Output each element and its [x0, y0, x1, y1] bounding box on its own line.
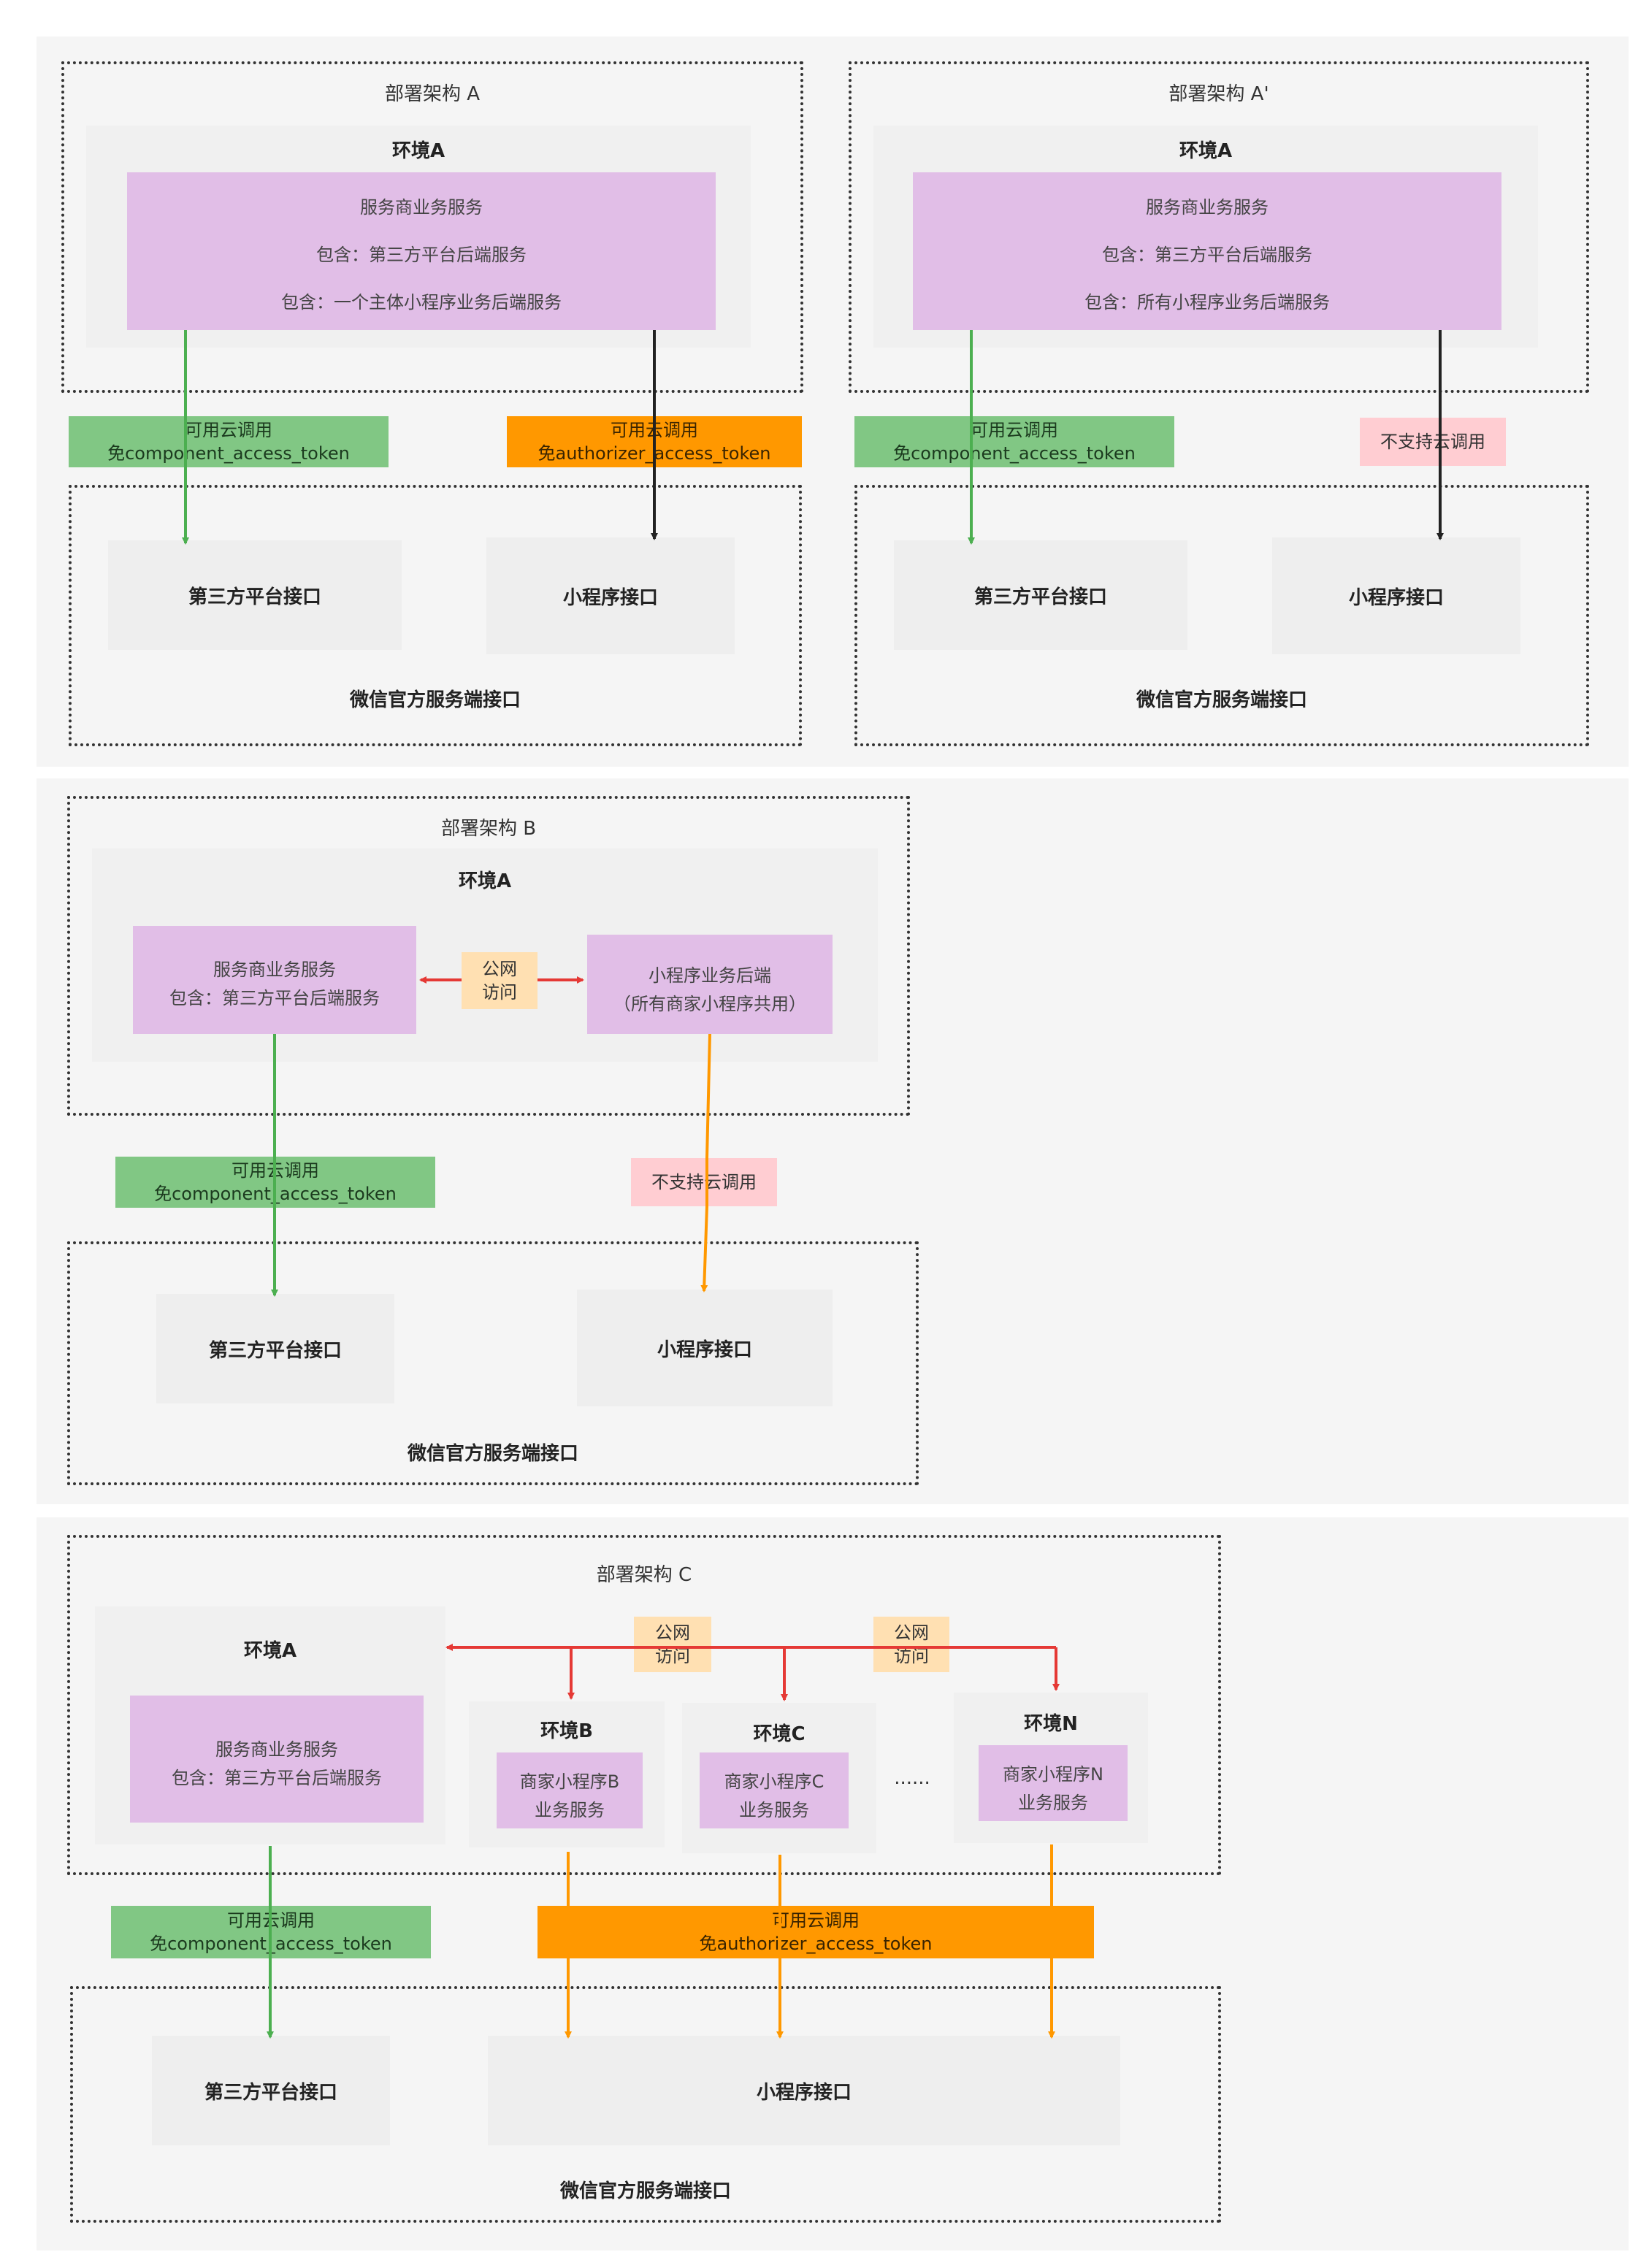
arch-b-title: 部署架构 B [440, 818, 537, 840]
arch-b-third-api: 第三方平台接口 [156, 1294, 394, 1403]
arch-c-merchant-n-box: 商家小程序N 业务服务 [979, 1745, 1128, 1821]
arch-b-service-title: 服务商业务服务 [213, 959, 336, 980]
arch-a-frame [61, 61, 803, 393]
arch-c-ellipsis: ...... [894, 1767, 930, 1789]
arch-b-wechat-label: 微信官方服务端接口 [407, 1443, 578, 1465]
arch-a2-mini-api: 小程序接口 [1272, 537, 1520, 654]
arch-a2-service-box: 服务商业务服务 包含：第三方平台后端服务 包含：所有小程序业务后端服务 [913, 172, 1501, 330]
arch-b-service-box: 服务商业务服务 包含：第三方平台后端服务 [133, 926, 416, 1034]
arch-c-merchant-c-l2: 业务服务 [739, 1800, 809, 1820]
arch-a2-third-api: 第三方平台接口 [894, 540, 1187, 650]
arch-c-title: 部署架构 C [596, 1564, 692, 1586]
arch-b-tag-cloud-unsupported: 不支持云调用 [631, 1158, 777, 1206]
arch-c-wechat-label: 微信官方服务端接口 [559, 2180, 731, 2202]
arch-b-service-contains: 包含：第三方平台后端服务 [169, 988, 380, 1008]
arch-c-wechat-frame [70, 1986, 1221, 2223]
arch-a2-service-contains-1: 包含：第三方平台后端服务 [1102, 245, 1312, 265]
arch-c-env-c-label: 环境C [753, 1723, 806, 1745]
arch-c-merchant-n-l1: 商家小程序N [1003, 1764, 1103, 1785]
arch-c-merchant-n-l2: 业务服务 [1018, 1793, 1088, 1813]
arch-a-wechat-label: 微信官方服务端接口 [349, 689, 521, 711]
arch-a2-service-contains-2: 包含：所有小程序业务后端服务 [1084, 292, 1330, 313]
arch-c-frame [67, 1535, 1221, 1875]
arch-c-merchant-b-l2: 业务服务 [535, 1800, 605, 1820]
arch-a-third-api: 第三方平台接口 [108, 540, 402, 650]
arch-a2-wechat-label: 微信官方服务端接口 [1136, 689, 1307, 711]
arch-a-service-box: 服务商业务服务 包含：第三方平台后端服务 包含：一个主体小程序业务后端服务 [127, 172, 716, 330]
arch-c-merchant-b-box: 商家小程序B 业务服务 [497, 1752, 643, 1828]
arch-a2-tag-cloud-component: 可用云调用 免component_access_token [854, 416, 1174, 467]
arch-a2-env-a-label: 环境A [1179, 140, 1233, 162]
arch-a-title: 部署架构 A [384, 83, 481, 105]
arch-c-env-b-label: 环境B [540, 1720, 593, 1742]
arch-c-merchant-c-l1: 商家小程序C [724, 1771, 824, 1792]
arch-b-mini-backend-l1: 小程序业务后端 [648, 965, 771, 986]
arch-a2-frame [849, 61, 1589, 393]
arch-b-mini-backend-box: 小程序业务后端 （所有商家小程序共用） [587, 935, 833, 1034]
arch-c-tag-cloud-authorizer: 可用云调用 免authorizer_access_token [537, 1906, 1094, 1958]
arch-a-service-contains-2: 包含：一个主体小程序业务后端服务 [281, 292, 562, 313]
arch-b-env-a-label: 环境A [458, 870, 512, 892]
arch-c-mini-api: 小程序接口 [488, 2036, 1120, 2145]
arch-c-tag-public-access-1: 公网 访问 [634, 1617, 711, 1672]
arch-b-mini-api: 小程序接口 [577, 1290, 833, 1406]
arch-b-tag-public-access: 公网 访问 [462, 952, 537, 1009]
arch-c-tag-public-access-2: 公网 访问 [873, 1617, 949, 1672]
arch-a2-title: 部署架构 A' [1168, 83, 1269, 105]
arch-c-env-a-label: 环境A [243, 1640, 297, 1662]
arch-a2-wechat-frame [854, 485, 1589, 746]
arch-a-service-title: 服务商业务服务 [360, 197, 483, 218]
arch-c-env-n-label: 环境N [1024, 1713, 1078, 1735]
arch-b-frame [67, 796, 910, 1116]
arch-b-mini-backend-l2: （所有商家小程序共用） [613, 994, 806, 1014]
arch-c-service-title: 服务商业务服务 [215, 1739, 338, 1760]
arch-c-service-box: 服务商业务服务 包含：第三方平台后端服务 [130, 1696, 424, 1823]
arch-c-merchant-c-box: 商家小程序C 业务服务 [700, 1752, 849, 1828]
arch-a2-tag-cloud-unsupported: 不支持云调用 [1360, 418, 1506, 466]
arch-a-mini-api: 小程序接口 [486, 537, 735, 654]
arch-b-arrow-orange [700, 1033, 711, 1292]
arch-a-env-a-label: 环境A [391, 140, 445, 162]
arch-a2-service-title: 服务商业务服务 [1146, 197, 1269, 218]
arch-b-wechat-frame [67, 1241, 919, 1485]
arch-c-third-api: 第三方平台接口 [152, 2036, 390, 2145]
arch-a-wechat-frame [69, 485, 802, 746]
arch-c-service-contains: 包含：第三方平台后端服务 [172, 1768, 382, 1788]
arch-a-tag-cloud-component: 可用云调用 免component_access_token [69, 416, 389, 467]
arch-c-merchant-b-l1: 商家小程序B [519, 1771, 620, 1792]
arch-a-service-contains-1: 包含：第三方平台后端服务 [316, 245, 527, 265]
